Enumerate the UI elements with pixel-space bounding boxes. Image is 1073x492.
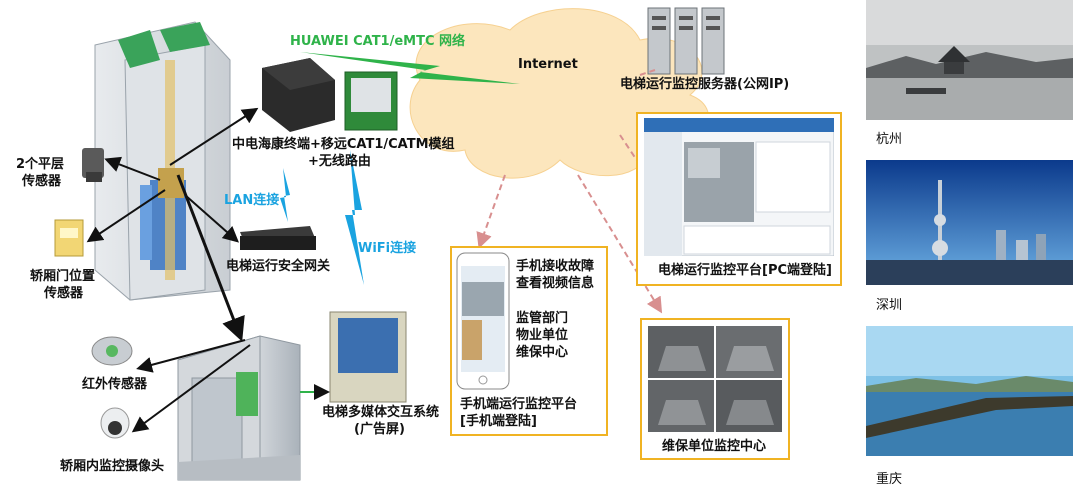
phone-device <box>456 252 510 390</box>
server-rack-group <box>647 7 725 75</box>
camera-label: 轿厢内监控摄像头 <box>60 459 165 474</box>
lan-label: LAN连接 <box>224 193 280 208</box>
ir-sensor-label: 红外传感器 <box>82 377 148 392</box>
gateway-label: 电梯运行安全网关 <box>226 259 331 274</box>
city-label-chongqing: 重庆 <box>876 472 903 487</box>
phone-platform-box: 手机接收故障 查看视频信息 监管部门 物业单位 维保中心 手机端运行监控平台 [… <box>450 246 608 436</box>
maintenance-center-box: 维保单位监控中心 <box>640 318 790 460</box>
arrow-to-car <box>176 174 245 342</box>
security-gateway-device <box>240 226 316 250</box>
pc-dashboard-screenshot <box>644 118 834 256</box>
elevator-car-interior <box>177 335 301 481</box>
lan-link-bolt <box>280 168 290 222</box>
pc-caption: 电梯运行监控平台[PC端登陆] <box>658 263 832 278</box>
phone-caption-line2: [手机端登陆] <box>460 414 537 429</box>
catm-module-board <box>344 71 398 131</box>
maintenance-caption: 维保单位监控中心 <box>662 439 767 454</box>
city-label-hangzhou: 杭州 <box>876 132 903 147</box>
media-label-line2: (广告屏) <box>354 422 405 437</box>
terminal-label-line2: +无线路由 <box>308 154 371 169</box>
phone-caption-line1: 手机端运行监控平台 <box>460 397 578 412</box>
cctv-grid <box>648 326 782 432</box>
link-cloud-server <box>639 69 656 76</box>
arrow-to-gateway <box>184 194 239 243</box>
arrow-to-ir-sensor <box>136 339 246 373</box>
wifi-label: WiFi连接 <box>358 241 417 256</box>
arrow-to-terminal <box>169 107 259 166</box>
server-label: 电梯运行监控服务器(公网IP) <box>620 77 790 92</box>
haikang-terminal-device <box>262 58 335 132</box>
arrow-to-camera <box>131 344 251 433</box>
floor-sensor-label-line1: 2个平层 <box>16 157 65 172</box>
pc-platform-box: 电梯运行监控平台[PC端登陆] <box>636 112 842 286</box>
arrow-to-door-sensor <box>86 189 166 243</box>
arrow-to-floor-sensor <box>104 156 161 181</box>
multimedia-screen-device <box>329 311 407 403</box>
network-label: HUAWEI CAT1/eMTC 网络 <box>290 34 466 49</box>
phone-line-2: 查看视频信息 <box>516 276 595 291</box>
door-sensor-label-line2: 传感器 <box>44 286 84 301</box>
floor-sensor-label-line2: 传感器 <box>22 174 62 189</box>
hangzhou-photo <box>866 0 1073 120</box>
camera-device <box>100 407 130 439</box>
door-sensor-device <box>54 219 84 257</box>
floor-sensor-device <box>82 148 104 182</box>
link-cloud-phone <box>476 174 506 249</box>
city-label-shenzhen: 深圳 <box>876 298 903 313</box>
phone-line-1: 手机接收故障 <box>516 259 595 274</box>
elevator-shaft <box>94 21 231 301</box>
chongqing-photo <box>866 326 1073 456</box>
phone-line-5: 维保中心 <box>516 345 569 360</box>
link-cloud-maint <box>577 174 663 314</box>
door-sensor-label-line1: 轿厢门位置 <box>30 269 96 284</box>
phone-line-3: 监管部门 <box>516 311 569 326</box>
wifi-link-bolt <box>345 150 364 285</box>
shenzhen-photo <box>866 160 1073 285</box>
phone-line-4: 物业单位 <box>516 328 569 343</box>
ir-sensor-device <box>91 336 133 366</box>
terminal-label-line1: 中电海康终端+移远CAT1/CATM模组 <box>232 137 455 152</box>
media-label-line1: 电梯多媒体交互系统 <box>322 405 440 420</box>
internet-label: Internet <box>518 57 578 72</box>
